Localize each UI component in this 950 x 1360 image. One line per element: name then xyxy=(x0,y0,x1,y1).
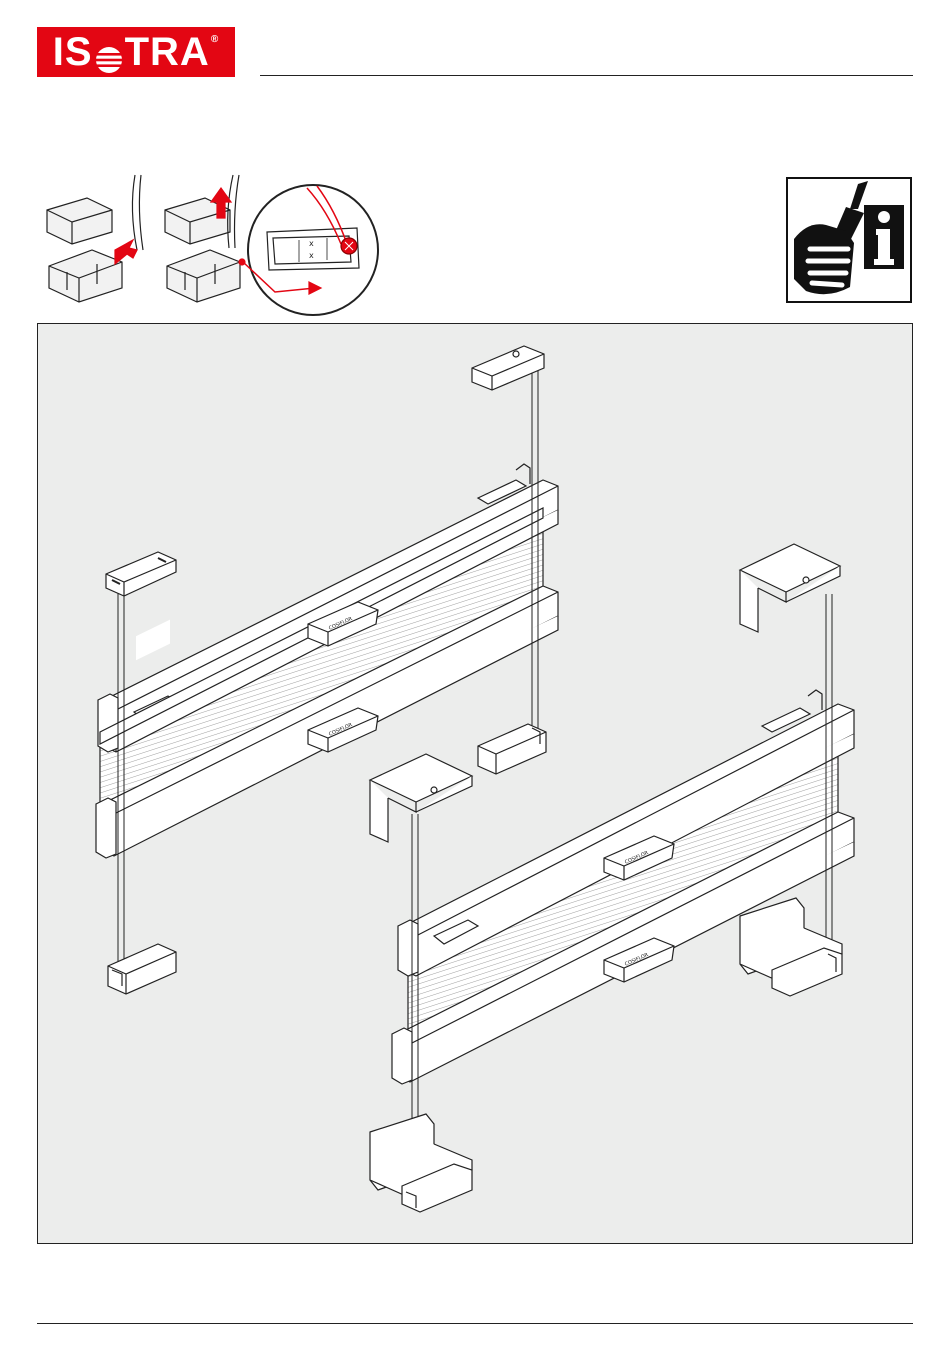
header-rule xyxy=(260,75,913,76)
left-bottom-right-tensioner-icon xyxy=(478,724,546,774)
svg-text:x: x xyxy=(309,251,314,260)
right-top-right-angle-bracket-icon xyxy=(740,544,840,632)
right-top-left-angle-bracket-icon xyxy=(370,754,472,842)
info-icon xyxy=(864,205,904,269)
logo-text-part1: IS xyxy=(53,27,93,77)
right-bottom-left-floor-bracket-icon xyxy=(370,1114,472,1212)
logo-wordmark: IS TRA ® xyxy=(53,27,219,77)
registered-mark: ® xyxy=(211,33,219,47)
left-top-left-bracket-icon xyxy=(106,552,176,596)
svg-text:x: x xyxy=(309,239,314,248)
detail-magnifier-icon: x x xyxy=(243,185,378,315)
info-box xyxy=(786,177,912,303)
step-2-clip-icon xyxy=(165,175,245,302)
isotra-logo: IS TRA ® xyxy=(37,27,235,77)
assembly-steps-illustration: x x xyxy=(37,170,387,320)
installation-diagram-panel: COSIFLOR COSIFLOR xyxy=(37,323,913,1244)
right-bottom-right-floor-bracket-icon xyxy=(740,898,842,996)
left-top-right-bracket-icon xyxy=(472,346,544,390)
hand-screwdriver-icon xyxy=(794,181,868,294)
step-1-clip-icon xyxy=(47,175,143,302)
logo-o-symbol-icon xyxy=(94,37,124,67)
footer-rule xyxy=(37,1323,913,1324)
logo-text-part2: TRA xyxy=(125,27,210,77)
